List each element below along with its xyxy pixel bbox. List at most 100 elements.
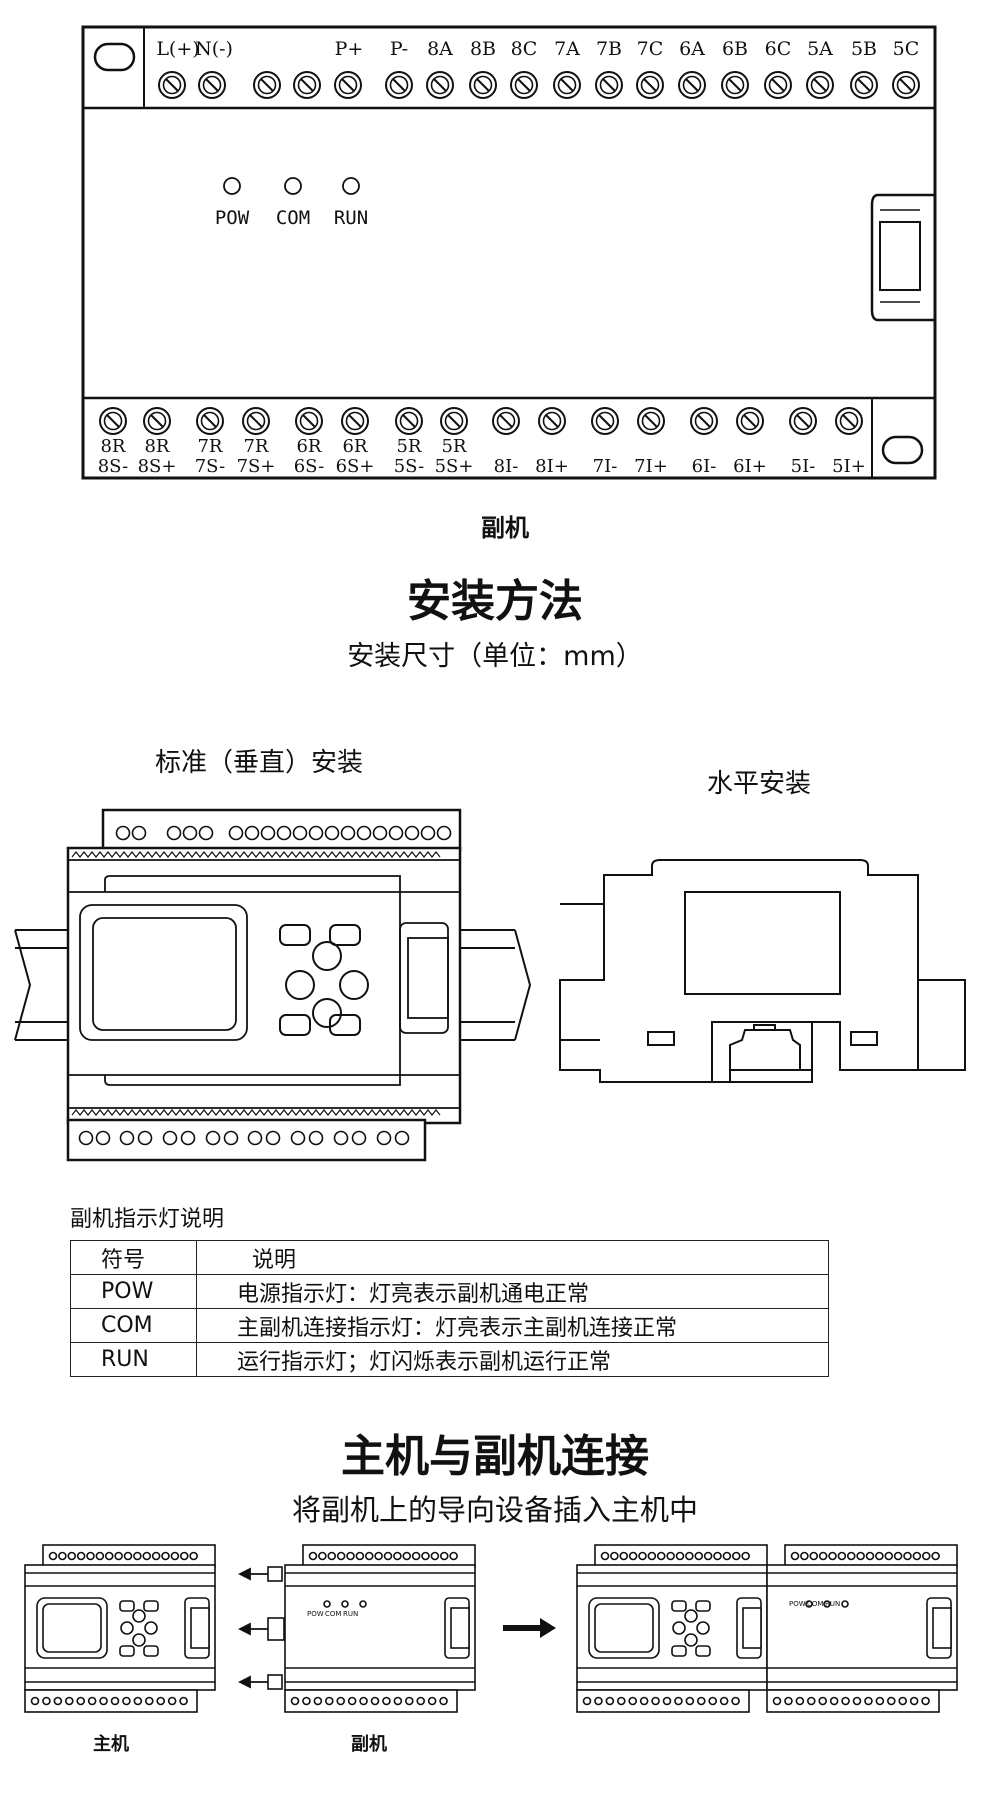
terminal-hole (582, 1696, 592, 1706)
key-button (695, 1600, 711, 1612)
key-button (329, 924, 361, 946)
terminal-hole (64, 1696, 74, 1706)
terminal-hole (619, 1551, 629, 1561)
key-button (119, 1645, 135, 1657)
table-cell-desc: 主副机连接指示灯：灯亮表示主副机连接正常 (196, 1308, 829, 1343)
terminal-label: N(-) (195, 38, 233, 60)
terminal-screw (395, 407, 423, 435)
terminal-label: P+ (334, 38, 364, 60)
terminal-hole (336, 1696, 346, 1706)
terminal-screw (510, 71, 538, 99)
terminal-hole (898, 1696, 908, 1706)
table-cell-desc: 电源指示灯：灯亮表示副机通电正常 (196, 1274, 829, 1309)
terminal-hole (119, 1130, 135, 1146)
terminal-hole (439, 1551, 449, 1561)
terminal-hole (809, 1551, 819, 1561)
terminal-screw (553, 71, 581, 99)
key-button (695, 1645, 711, 1657)
terminal-hole (302, 1696, 311, 1706)
key-button (671, 1600, 687, 1612)
terminal-hole (921, 1551, 931, 1561)
terminal-hole (170, 1551, 180, 1561)
terminal-hole (411, 1551, 421, 1561)
terminal-hole (393, 1551, 402, 1561)
terminal-label: 6S- (293, 456, 325, 477)
terminal-label: 5R (396, 436, 422, 457)
terminal-hole (292, 825, 308, 841)
terminal-label: 8S- (97, 456, 129, 477)
terminal-hole (364, 1551, 374, 1561)
terminal-hole (205, 1130, 221, 1146)
terminal-screw (334, 71, 362, 99)
terminal-screw (835, 407, 863, 435)
host-caption: 主机 (93, 1734, 129, 1755)
key-button (279, 1014, 311, 1036)
terminal-hole (616, 1696, 626, 1706)
terminal-screw (850, 71, 878, 99)
terminal-hole (76, 1551, 86, 1561)
terminal-hole (795, 1696, 805, 1706)
terminal-hole (370, 1696, 380, 1706)
led-indicator (342, 177, 360, 195)
terminal-label: 7R (243, 436, 269, 457)
table-cell-symbol: POW (70, 1274, 197, 1309)
terminal-label: 5B (850, 38, 878, 60)
terminal-hole (372, 825, 388, 841)
terminal-label: 6C (764, 38, 792, 60)
terminal-hole (137, 1130, 153, 1146)
terminal-hole (382, 1696, 391, 1706)
terminal-hole (347, 1696, 357, 1706)
key-round (120, 1621, 134, 1635)
terminal-hole (142, 1551, 152, 1561)
key-round (696, 1621, 710, 1635)
terminal-hole (182, 825, 198, 841)
terminal-hole (167, 1696, 177, 1706)
terminal-label: 6R (296, 436, 322, 457)
terminal-hole (67, 1551, 77, 1561)
terminal-hole (656, 1551, 666, 1561)
terminal-hole (404, 825, 420, 841)
terminal-hole (30, 1696, 40, 1706)
terminal-hole (800, 1551, 809, 1561)
mini-led-label: COM (325, 1610, 342, 1618)
table-row: COM 主副机连接指示灯：灯亮表示主副机连接正常 (70, 1308, 829, 1343)
terminal-hole (784, 1696, 793, 1706)
table-row: POW 电源指示灯：灯亮表示副机通电正常 (70, 1274, 829, 1309)
horizontal-install-label: 水平安装 (707, 769, 812, 799)
terminal-hole (713, 1551, 722, 1561)
terminal-hole (685, 1696, 695, 1706)
terminal-hole (639, 1696, 649, 1706)
install-subtitle: 安装尺寸（单位：mm） (347, 641, 643, 672)
terminal-hole (290, 1130, 306, 1146)
terminal-hole (355, 1551, 365, 1561)
terminal-screw (721, 71, 749, 99)
terminal-hole (731, 1696, 740, 1706)
terminal-hole (162, 1130, 178, 1146)
terminal-screw (736, 407, 764, 435)
terminal-hole (144, 1696, 154, 1706)
table-header-row: 符号 说明 (70, 1240, 829, 1275)
connector-port (444, 1597, 470, 1659)
terminal-hole (638, 1551, 647, 1561)
terminal-hole (179, 1696, 188, 1706)
terminal-label: 6I- (691, 456, 717, 477)
terminal-label: 8R (144, 436, 170, 457)
key-round (312, 941, 342, 971)
led-indicator (284, 177, 302, 195)
terminal-hole (404, 1696, 414, 1706)
terminal-hole (696, 1696, 706, 1706)
connector-port (926, 1597, 952, 1659)
terminal-label: 5C (892, 38, 920, 60)
terminal-hole (436, 825, 452, 841)
terminal-hole (86, 1551, 95, 1561)
terminal-hole (829, 1696, 839, 1706)
terminal-hole (674, 1696, 683, 1706)
terminal-label: 6I+ (733, 456, 767, 477)
terminal-hole (416, 1696, 426, 1706)
terminal-hole (131, 825, 147, 841)
led-indicator (359, 1600, 367, 1608)
terminal-screw (637, 407, 665, 435)
terminal-label: 7I- (592, 456, 618, 477)
led-indicator (323, 1600, 331, 1608)
terminal-hole (198, 825, 214, 841)
